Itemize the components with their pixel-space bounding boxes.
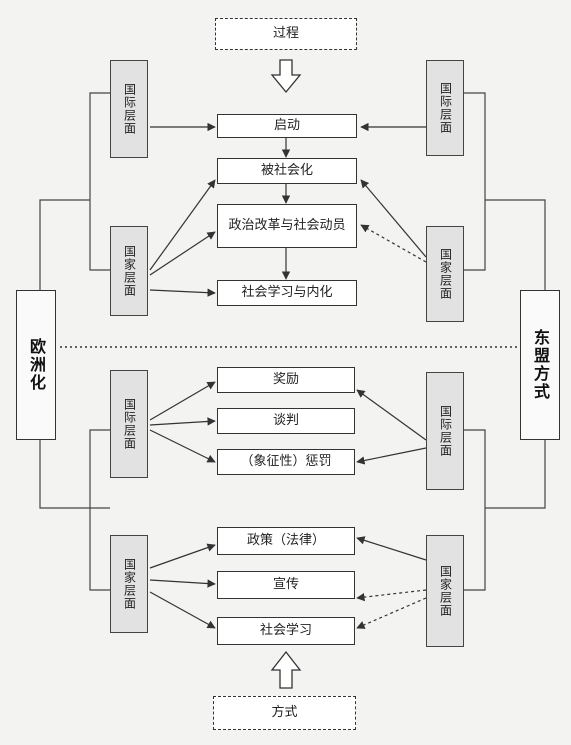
- down-arrow-icon: [270, 59, 302, 94]
- method-box: 方式: [213, 696, 356, 730]
- step-propaganda: 宣传: [217, 571, 355, 599]
- left-international-level-upper: 国际层面: [110, 60, 148, 158]
- step-learning-internalization: 社会学习与内化: [217, 280, 357, 306]
- left-international-level-lower: 国际层面: [110, 370, 148, 478]
- up-arrow-icon: [270, 650, 302, 689]
- left-national-level-upper: 国家层面: [110, 226, 148, 316]
- right-national-level-upper: 国家层面: [426, 226, 464, 322]
- asean-way-label: 东盟方式: [520, 290, 560, 440]
- step-social-learning: 社会学习: [217, 617, 355, 645]
- step-launch: 启动: [217, 114, 357, 138]
- step-reform-mobilization: 政治改革与社会动员: [217, 204, 357, 248]
- step-reward: 奖励: [217, 367, 355, 393]
- step-policy-law: 政策（法律）: [217, 527, 355, 555]
- step-socialized: 被社会化: [217, 158, 357, 184]
- europeanization-label: 欧洲化: [16, 290, 56, 440]
- step-punishment: （象征性）惩罚: [217, 449, 355, 475]
- process-box: 过程: [215, 18, 357, 50]
- step-negotiation: 谈判: [217, 408, 355, 434]
- left-national-level-lower: 国家层面: [110, 535, 148, 633]
- right-international-level-upper: 国际层面: [426, 60, 464, 156]
- right-national-level-lower: 国家层面: [426, 535, 464, 647]
- right-international-level-lower: 国际层面: [426, 372, 464, 490]
